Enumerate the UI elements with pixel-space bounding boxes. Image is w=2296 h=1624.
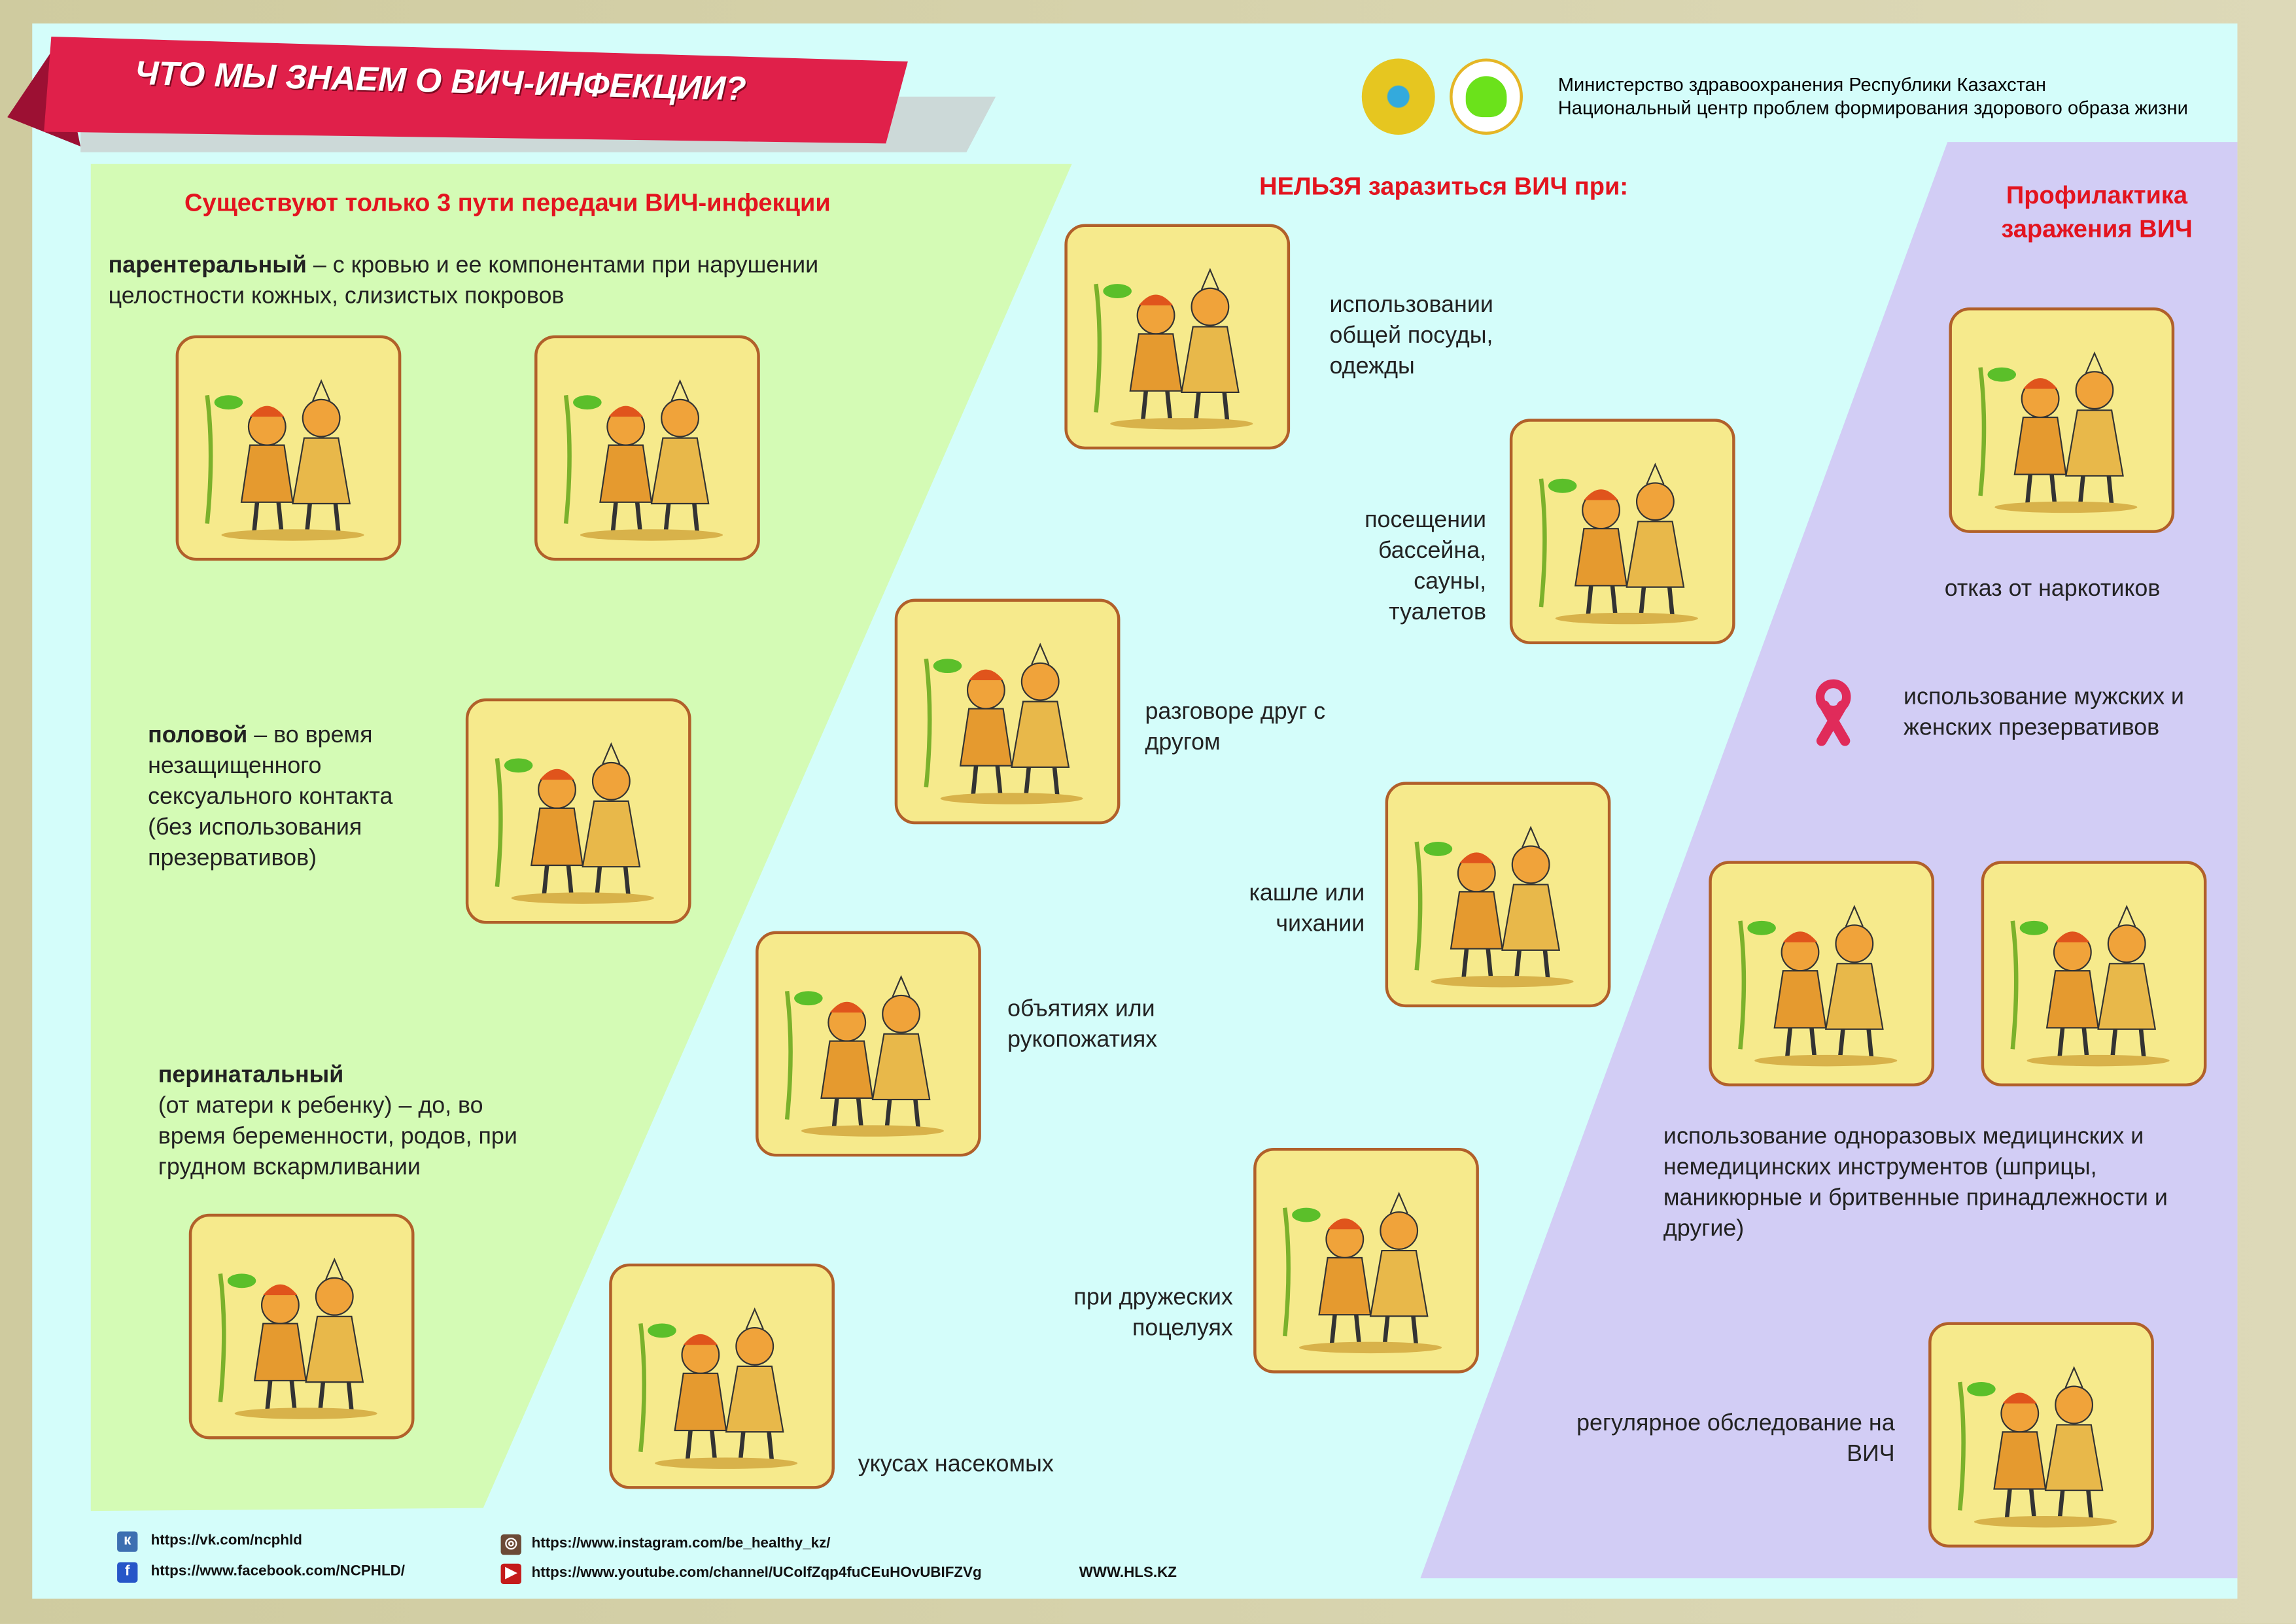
website-link[interactable]: WWW.HLS.KZ: [1079, 1564, 1177, 1581]
instagram-link[interactable]: https://www.instagram.com/be_healthy_kz/: [531, 1536, 831, 1552]
cannot-heading: НЕЛЬЗЯ заразиться ВИЧ при:: [1259, 173, 1629, 201]
cartoon-figures-icon: [563, 379, 723, 541]
cannot-insects: укусах насекомых: [858, 1452, 1054, 1477]
illustration-drugs: [1949, 307, 2175, 533]
cartoon-figures-icon: [1978, 351, 2138, 513]
cartoon-figures-icon: [2010, 905, 2170, 1067]
cannot-dishes: использовании общей посуды, одежды: [1329, 292, 1493, 379]
parenteral-text: парентеральный – с кровью и ее компонент…: [109, 251, 929, 312]
prevention-heading: Профилактика заражения ВИЧ: [2001, 181, 2193, 243]
cartoon-figures-icon: [1094, 268, 1253, 430]
cannot-kisses: при дружеских поцелуях: [1073, 1285, 1233, 1341]
perinatal-desc: (от матери к ребенку) – до, во время бер…: [158, 1094, 517, 1181]
facebook-icon: f: [117, 1562, 138, 1583]
ministry-name: Министерство здравоохранения Республики …: [1557, 73, 2046, 95]
kazakhstan-emblem: [1361, 58, 1435, 135]
perinatal-label: перинатальный: [158, 1063, 344, 1088]
illustration-hugs: [756, 931, 981, 1157]
youtube-icon: ▶: [500, 1563, 521, 1585]
cartoon-figures-icon: [924, 642, 1083, 804]
cannot-pool: посещении бассейна, сауны, туалетов: [1365, 508, 1487, 625]
cartoon-figures-icon: [1282, 1192, 1442, 1354]
transmission-heading: Существуют только 3 пути передачи ВИЧ-ин…: [184, 188, 831, 217]
cannot-cough: кашле или чихании: [1249, 881, 1365, 937]
illustration-instruments-1: [1709, 861, 1935, 1086]
illustration-parenteral-1: [175, 335, 402, 561]
illustration-testing: [1928, 1322, 2154, 1548]
red-ribbon-icon: [1815, 679, 1851, 746]
vk-link[interactable]: https://vk.com/ncphld: [150, 1532, 302, 1549]
illustration-parenteral-2: [534, 335, 760, 561]
vk-icon: к: [117, 1531, 138, 1552]
cartoon-figures-icon: [205, 379, 364, 541]
prevention-testing: регулярное обследование на ВИЧ: [1576, 1411, 1895, 1467]
instagram-icon: ◎: [500, 1534, 521, 1555]
prevention-condoms: использование мужских и женских презерва…: [1904, 685, 2184, 741]
perinatal-text: перинатальный (от матери к ребенку) – до,…: [158, 1060, 539, 1183]
illustration-talk: [894, 598, 1121, 825]
cartoon-figures-icon: [495, 742, 654, 904]
cartoon-figures-icon: [784, 975, 944, 1137]
sexual-label: половой: [148, 723, 248, 748]
cartoon-figures-icon: [1414, 825, 1574, 988]
illustration-dishes: [1064, 224, 1291, 450]
cartoon-figures-icon: [218, 1257, 377, 1419]
center-name: Национальный центр проблем формирования …: [1557, 96, 2188, 119]
illustration-kisses: [1253, 1147, 1479, 1373]
illustration-instruments-2: [1981, 861, 2207, 1086]
prevention-instruments: использование одноразовых медицинских и …: [1663, 1124, 2168, 1242]
parenteral-desc: – с кровью и ее компонентами при нарушен…: [108, 253, 819, 309]
title-ribbon: [44, 36, 908, 144]
facebook-link[interactable]: https://www.facebook.com/NCPHLD/: [150, 1563, 406, 1580]
cannot-talk: разговоре друг с другом: [1145, 700, 1326, 756]
illustration-cough: [1385, 782, 1611, 1008]
cannot-hugs: объятиях или рукопожатиях: [1007, 997, 1158, 1053]
sexual-desc: – во время незащищенного сексуального ко…: [148, 723, 393, 871]
illustration-perinatal: [188, 1213, 415, 1440]
ncphld-logo: [1450, 58, 1523, 135]
illustration-insects: [609, 1263, 835, 1489]
illustration-sexual: [465, 698, 691, 924]
parenteral-label: парентеральный: [108, 253, 307, 279]
cartoon-figures-icon: [638, 1307, 798, 1469]
illustration-pool: [1509, 419, 1735, 644]
youtube-link[interactable]: https://www.youtube.com/channel/UColfZqp…: [531, 1564, 982, 1581]
cartoon-figures-icon: [1957, 1366, 2117, 1528]
cartoon-figures-icon: [1738, 905, 1898, 1067]
cartoon-figures-icon: [1539, 462, 1698, 625]
sexual-text: половой – во время незащищенного сексуал…: [148, 720, 411, 874]
prevention-drugs: отказ от наркотиков: [1944, 576, 2161, 602]
